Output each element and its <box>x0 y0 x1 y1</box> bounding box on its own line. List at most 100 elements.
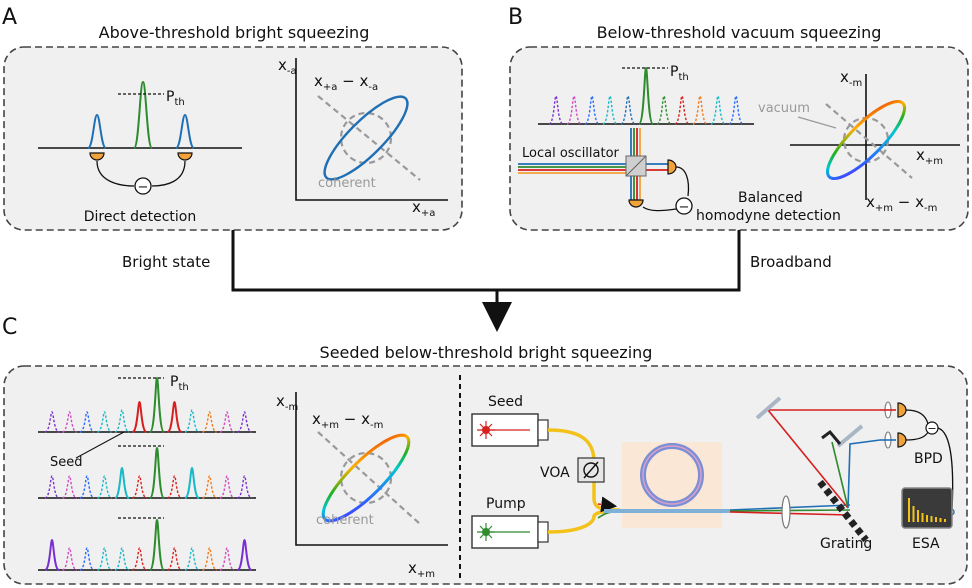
panel-c-title: Seeded below-threshold bright squeezing <box>320 343 653 362</box>
esa-bar <box>921 513 924 522</box>
panel-b-lo-label: Local oscillator <box>522 146 620 161</box>
panel-b-threshold: Pth <box>670 64 689 83</box>
ps-c-x-label: x+m <box>408 559 435 580</box>
seed-laser-icon <box>477 421 530 439</box>
ps-c-diagonal <box>317 431 421 525</box>
mirror-middle <box>836 424 864 448</box>
svg-text:−: − <box>927 422 936 435</box>
ps-a-diag-label: x+a − x-a <box>314 72 378 93</box>
comb-b-line <box>710 95 726 125</box>
esa-bar <box>930 516 933 522</box>
ps-c-axes <box>295 392 448 546</box>
comb-c-line <box>219 475 235 499</box>
bpd-detector-top <box>897 402 907 418</box>
comb-c-line <box>184 409 200 433</box>
chip <box>622 442 722 528</box>
comb-b-line <box>602 95 618 125</box>
comb-c-pump <box>149 446 165 499</box>
flow-broadband-label: Broadband <box>750 253 832 271</box>
panel-c-box <box>3 365 968 585</box>
panel-b-comb <box>548 66 744 125</box>
panel-b-detector-right <box>667 159 677 175</box>
comb-b-line <box>620 95 636 125</box>
panel-b-box <box>509 46 969 231</box>
ps-a-y-label: x-a <box>278 56 297 77</box>
comb-c-line <box>132 475 147 499</box>
comb-c-line <box>131 400 148 433</box>
ps-b-squeezed-ellipse <box>826 100 906 180</box>
comb-b-pump <box>638 66 654 125</box>
setup-seed-label: Seed <box>488 394 523 410</box>
ps-b-y-label: x-m <box>840 68 862 89</box>
comb-c-pump <box>149 376 165 433</box>
flow-connector <box>231 230 741 292</box>
panel-a-threshold: Pth <box>166 89 185 108</box>
comb-c-line <box>79 411 95 433</box>
pump-laser-icon <box>477 523 530 541</box>
comb-c-line <box>202 475 217 499</box>
setup-grating-label: Grating <box>820 536 872 552</box>
ps-b-note: vacuum <box>758 101 810 116</box>
ps-a-note: coherent <box>318 176 376 191</box>
comb-c-line <box>114 466 130 499</box>
comb-c-line <box>97 547 112 571</box>
panel-b-detector-bottom <box>628 199 644 208</box>
ps-a-axes <box>295 58 448 201</box>
panel-b-homodyne-label: homodyne detection <box>696 208 841 224</box>
bpd-wires <box>905 409 929 441</box>
ps-b-x-label: x+m <box>916 146 943 167</box>
comb-c-line <box>44 475 60 499</box>
setup-pump-label: Pump <box>486 496 526 512</box>
comb-c-line <box>97 475 112 499</box>
comb-c-line <box>167 475 182 499</box>
setup-voa-label: VOA <box>540 465 570 481</box>
panel-b-balanced-label: Balanced <box>738 190 803 206</box>
grating <box>817 479 869 543</box>
comb-c-line <box>79 475 95 499</box>
ps-a-diagonal <box>317 95 421 181</box>
esa-bar <box>935 517 937 522</box>
panel-a-detector-left <box>89 152 105 161</box>
panel-a-letter: A <box>2 5 17 30</box>
esa-bar <box>917 510 919 522</box>
ps-c-y-label: x-m <box>276 392 298 413</box>
blue-beam-path <box>847 439 881 509</box>
comb-b-line <box>566 95 582 125</box>
comb-c-line <box>219 547 235 571</box>
panel-c-threshold: Pth <box>170 374 189 393</box>
panel-a-detection-label: Direct detection <box>84 209 197 225</box>
comb-c-line <box>237 411 252 433</box>
bpd-detector-bottom <box>897 432 907 448</box>
comb-b-line <box>728 95 744 125</box>
comb-c-line <box>236 538 253 571</box>
panel-a-box <box>3 46 463 231</box>
comb-b-line <box>656 95 672 125</box>
flow-bright-label: Bright state <box>122 253 210 271</box>
svg-text:−: − <box>679 200 690 215</box>
esa-bar <box>912 506 915 522</box>
esa-bar <box>944 519 946 522</box>
comb-c-pump <box>149 518 165 571</box>
panel-a-detector-right <box>177 152 193 161</box>
comb-c-line <box>114 409 130 433</box>
panel-a-peak-left <box>87 113 107 149</box>
comb-b-line <box>692 95 708 125</box>
beam-block <box>821 429 842 445</box>
ps-c-squeezed-ellipse <box>321 433 411 523</box>
comb-c-line <box>62 475 77 499</box>
esa-bar <box>926 515 928 522</box>
comb-c-line <box>132 547 147 571</box>
panel-a-wires <box>96 160 186 187</box>
panel-a-peak-right <box>175 113 195 149</box>
comb-c-line <box>79 547 95 571</box>
ps-a-x-label: x+a <box>412 198 435 219</box>
panel-a-subtract-icon <box>134 177 152 195</box>
comb-c-line <box>97 411 112 433</box>
setup-bpd-label: BPD <box>914 451 943 467</box>
ps-a-coherent-circle <box>339 111 393 165</box>
comb-c-line <box>62 411 77 433</box>
panel-a-title: Above-threshold bright squeezing <box>99 23 370 42</box>
comb-c-line <box>237 475 252 499</box>
esa-spectrum <box>908 498 946 522</box>
